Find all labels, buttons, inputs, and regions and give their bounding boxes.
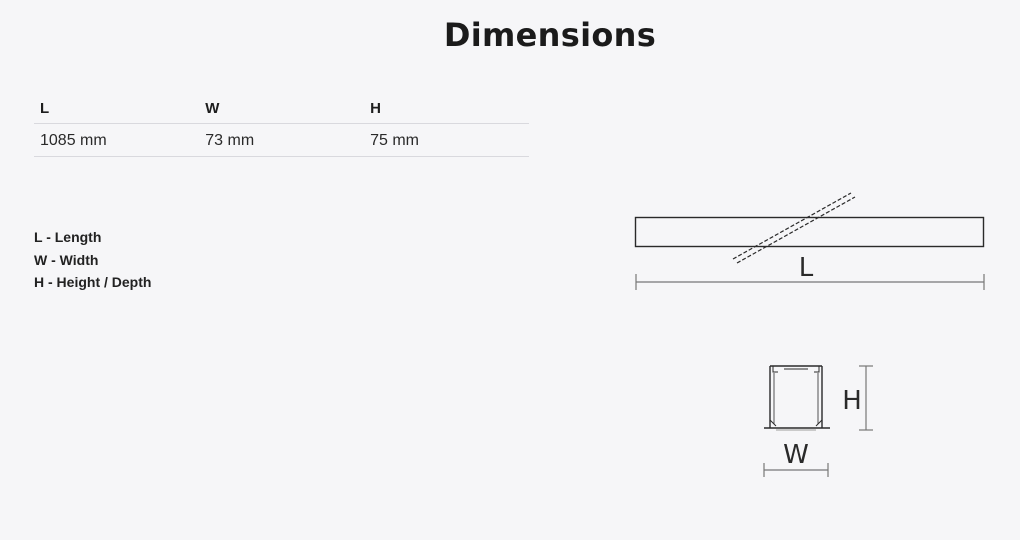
header-width: W bbox=[199, 92, 365, 124]
profile-cross-section bbox=[764, 365, 830, 431]
profile-side-outline bbox=[634, 216, 985, 248]
height-label: H bbox=[842, 386, 862, 416]
table-row: 1085 mm 73 mm 75 mm bbox=[34, 123, 529, 157]
legend-item-length: L - Length bbox=[34, 229, 102, 245]
side-view-drawing: L bbox=[634, 192, 985, 290]
value-width: 73 mm bbox=[199, 123, 365, 157]
length-label: L bbox=[799, 253, 814, 283]
dimension-legend: L - Length W - Width H - Height / Depth bbox=[34, 226, 151, 294]
header-length: L bbox=[34, 92, 200, 124]
width-dimension-line bbox=[763, 463, 829, 477]
break-mark-icon bbox=[732, 192, 856, 264]
cross-section-drawing: W H bbox=[763, 365, 873, 477]
legend-item-height: H - Height / Depth bbox=[34, 274, 152, 290]
dimensions-table: L W H 1085 mm 73 mm 75 mm bbox=[34, 92, 529, 157]
value-length: 1085 mm bbox=[34, 123, 200, 157]
legend-item-width: W - Width bbox=[34, 251, 99, 268]
header-height: H bbox=[364, 92, 529, 124]
length-dimension-line bbox=[635, 274, 985, 290]
table-header-row: L W H bbox=[34, 92, 529, 124]
width-label: W bbox=[783, 440, 809, 470]
height-dimension-line bbox=[859, 365, 873, 431]
value-height: 75 mm bbox=[364, 123, 529, 157]
